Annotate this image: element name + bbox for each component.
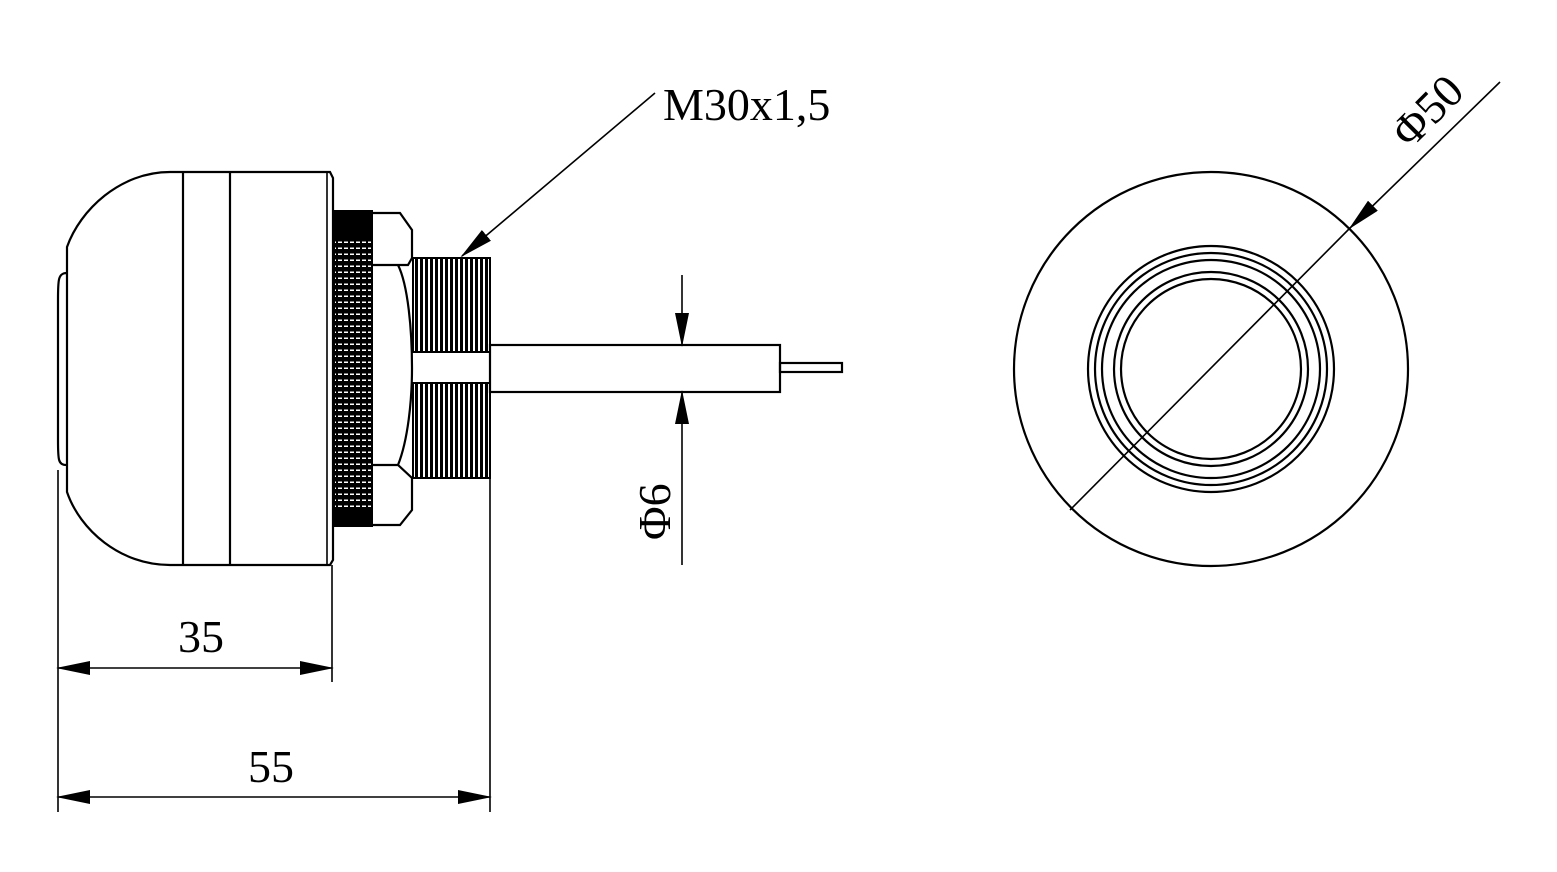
- body-length-label: 35: [178, 611, 224, 662]
- hex-nut: [373, 211, 414, 527]
- cable: [488, 343, 782, 394]
- front-lens: [56, 271, 68, 467]
- outer-diameter-label: Φ50: [1381, 65, 1473, 157]
- body-dome: [65, 170, 335, 567]
- outer-circle: [1012, 170, 1410, 568]
- front-view: Φ50: [1012, 65, 1501, 568]
- thread-label: M30x1,5: [663, 79, 830, 130]
- thread-top: [412, 257, 491, 353]
- wire: [778, 361, 844, 374]
- side-view: [56, 170, 844, 567]
- length-dimensions: 35 55: [56, 470, 492, 812]
- total-length-label: 55: [248, 741, 294, 792]
- thread-bottom: [412, 382, 491, 479]
- knurl-lines: [335, 240, 371, 510]
- thread-callout: M30x1,5: [460, 79, 830, 258]
- cable-diameter-label: Φ6: [629, 483, 680, 540]
- cable-diameter-dimension: Φ6: [629, 275, 780, 565]
